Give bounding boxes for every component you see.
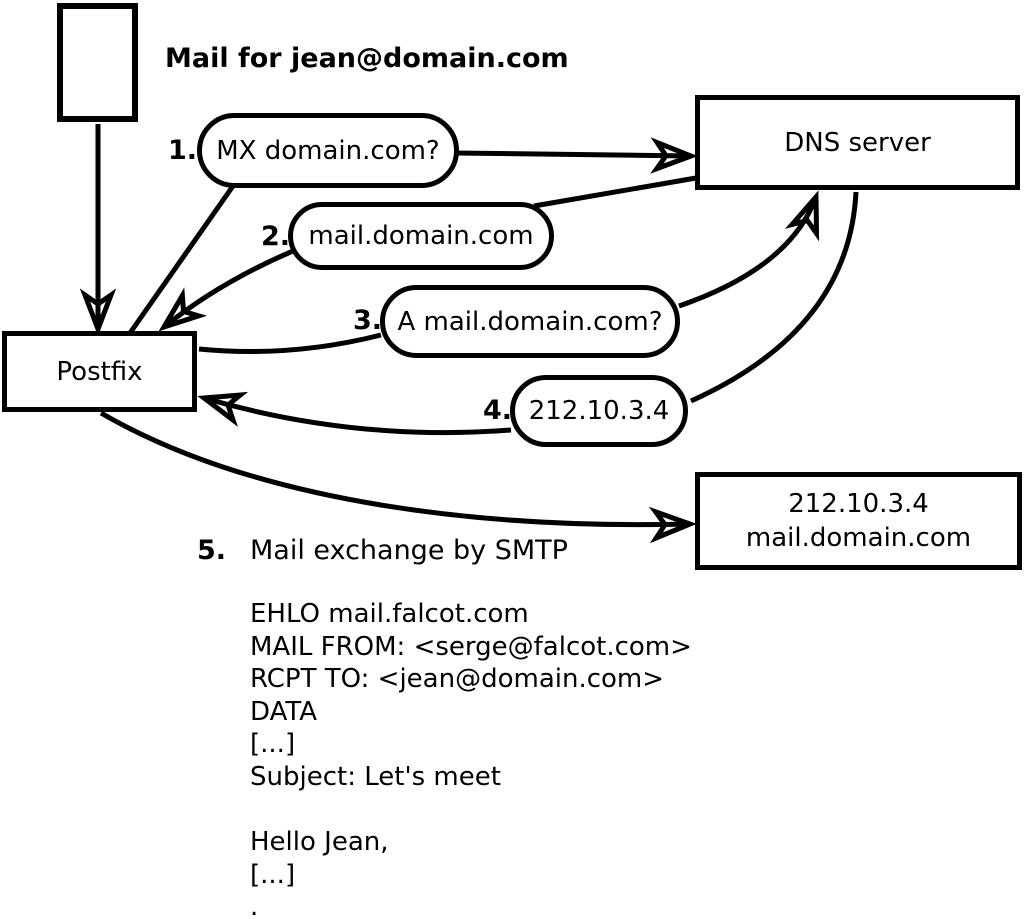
- step2-number: 2.: [260, 221, 290, 252]
- mail-server-hostname: mail.domain.com: [745, 523, 972, 553]
- step3-query-label: A mail.domain.com?: [397, 306, 663, 337]
- arrow-answer4-to-postfix: [197, 391, 512, 436]
- step1-number: 1.: [167, 135, 197, 166]
- mail-server-box: 212.10.3.4 mail.domain.com: [695, 472, 1022, 570]
- arrow-query3-to-dns: [678, 190, 820, 309]
- arrow-answer2-to-postfix: [158, 248, 294, 332]
- postfix-label: Postfix: [56, 356, 143, 387]
- step3-query-pill: A mail.domain.com?: [380, 285, 680, 358]
- step5-number: 5.: [196, 535, 226, 566]
- step1-query-pill: MX domain.com?: [197, 113, 459, 188]
- step4-answer-label: 212.10.3.4: [528, 396, 670, 426]
- dns-server-box: DNS server: [695, 95, 1020, 190]
- step3-number: 3.: [352, 305, 382, 336]
- line-postfix-to-query3: [198, 332, 382, 355]
- mail-server-ip: 212.10.3.4: [788, 489, 929, 519]
- envelope-box: [57, 3, 138, 122]
- step4-answer-pill: 212.10.3.4: [510, 375, 688, 447]
- step2-answer-pill: mail.domain.com: [288, 202, 554, 270]
- postfix-box: Postfix: [2, 331, 197, 412]
- diagram-title: Mail for jean@domain.com: [165, 43, 569, 74]
- arrow-query1-to-dns: [454, 137, 698, 174]
- smtp-session-text: EHLO mail.falcot.com MAIL FROM: <serge@f…: [250, 599, 692, 919]
- arrow-postfix-to-mailserver: [99, 410, 697, 544]
- step2-answer-label: mail.domain.com: [308, 221, 534, 251]
- step4-number: 4.: [482, 395, 512, 426]
- dns-server-label: DNS server: [784, 127, 931, 158]
- step5-label: Mail exchange by SMTP: [250, 535, 568, 566]
- line-postfix-to-query1: [127, 184, 236, 335]
- line-dns-to-answer4: [689, 191, 859, 404]
- step1-query-label: MX domain.com?: [216, 135, 440, 166]
- line-dns-to-answer2: [533, 175, 697, 209]
